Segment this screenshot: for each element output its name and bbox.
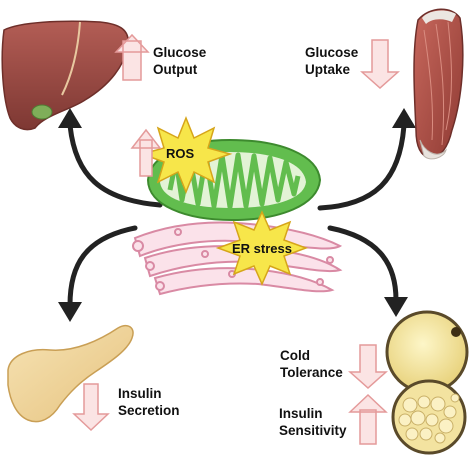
pancreas-label-line1: Insulin [118, 386, 162, 401]
pancreas-label: Insulin Secretion [118, 385, 180, 419]
pancreas-label-line2: Secretion [118, 403, 180, 418]
insulin-sensitivity-label: Insulin Sensitivity [279, 405, 347, 439]
cold-tolerance-line2: Tolerance [280, 365, 343, 380]
cold-tolerance-down-arrow-icon [348, 344, 388, 390]
er-stress-star-icon [215, 210, 309, 286]
ros-label: ROS [166, 146, 195, 161]
muscle-label-line1: Glucose [305, 45, 359, 60]
liver-label: Glucose Output [153, 44, 206, 78]
muscle-label: Glucose Uptake [305, 44, 358, 78]
pancreas-down-arrow-icon [72, 383, 110, 432]
liver-label-line2: Output [153, 62, 198, 77]
arrow-to-adipose [327, 225, 399, 303]
liver-label-line1: Glucose [153, 45, 207, 60]
er-stress-label: ER stress [232, 241, 292, 256]
insulin-sensitivity-line1: Insulin [279, 406, 323, 421]
adipose-illustration [385, 310, 469, 455]
arrow-to-pancreas [67, 225, 138, 308]
ros-up-arrow-icon [130, 128, 162, 177]
liver-illustration [1, 20, 129, 131]
liver-up-arrow-icon [114, 33, 150, 81]
arrowhead-liver-icon [58, 108, 82, 128]
pancreas-illustration [7, 324, 134, 423]
arrowhead-pancreas-icon [58, 302, 82, 322]
ros-star-icon [139, 115, 233, 195]
insulin-sensitivity-up-arrow-icon [348, 393, 388, 445]
arrow-to-muscle [317, 122, 407, 211]
muscle-illustration [413, 8, 464, 160]
muscle-label-line2: Uptake [305, 62, 351, 77]
arrow-to-liver [67, 122, 163, 208]
arrowhead-muscle-icon [392, 108, 416, 128]
er-illustration [132, 221, 343, 296]
muscle-down-arrow-icon [360, 39, 400, 90]
cold-tolerance-label: Cold Tolerance [280, 347, 343, 381]
arrowhead-adipose-icon [384, 297, 408, 317]
cold-tolerance-line1: Cold [280, 348, 310, 363]
insulin-sensitivity-line2: Sensitivity [279, 423, 347, 438]
